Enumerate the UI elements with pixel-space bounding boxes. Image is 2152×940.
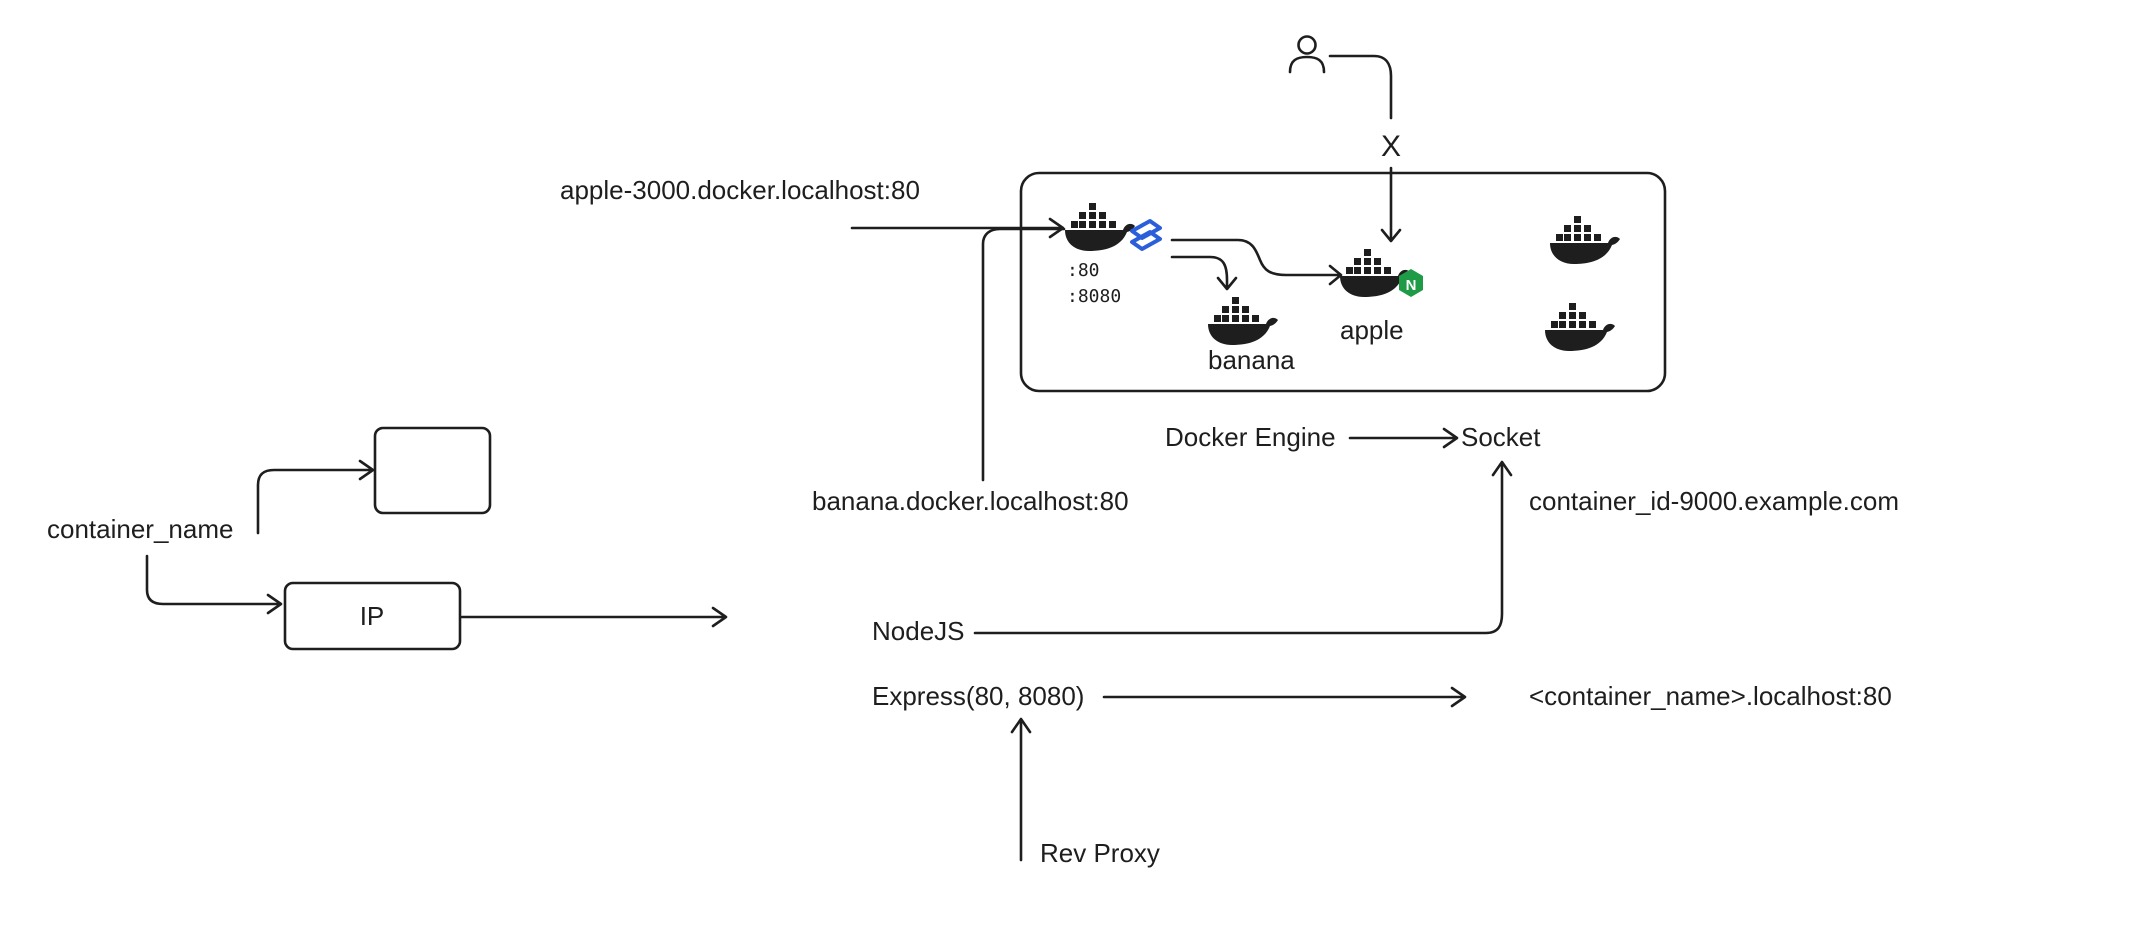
docker-whale-icon <box>1065 203 1135 251</box>
engine-to-socket-arrow <box>1348 427 1459 449</box>
express-arrow <box>1102 686 1467 708</box>
rev-proxy-arrow <box>1010 717 1032 862</box>
express-label: Express(80, 8080) <box>872 681 1084 711</box>
docker-engine-label: Docker Engine <box>1165 422 1336 452</box>
x-mark: X <box>1381 130 1401 163</box>
banana-container-label: banana <box>1208 345 1295 375</box>
traefik-icon <box>1130 219 1162 251</box>
docker-whale-icon <box>1208 297 1278 345</box>
nginx-icon: N <box>1399 269 1423 297</box>
ip-label: IP <box>360 601 385 631</box>
apple-url-label: apple-3000.docker.localhost:80 <box>560 175 920 205</box>
rev-proxy-label: Rev Proxy <box>1040 838 1160 868</box>
socket-label: Socket <box>1461 422 1541 452</box>
container-localhost-label: <container_name>.localhost:80 <box>1529 681 1892 711</box>
nodejs-label: NodeJS <box>872 616 965 646</box>
container-name-to-box-arrow <box>256 459 375 535</box>
ip-arrow <box>460 606 728 628</box>
docker-whale-icon <box>1550 216 1620 264</box>
banana-url-label: banana.docker.localhost:80 <box>812 486 1129 516</box>
container-name-label: container_name <box>47 514 233 544</box>
port-8080-label: :8080 <box>1067 286 1121 307</box>
container-id-url-label: container_id-9000.example.com <box>1529 486 1899 516</box>
empty-box <box>373 426 492 515</box>
container-name-to-ip-arrow <box>145 554 283 615</box>
port-80-label: :80 <box>1067 260 1100 281</box>
docker-host-box <box>1019 171 1667 393</box>
traefik-to-apple-arrow <box>1170 238 1343 286</box>
docker-whale-icon <box>1545 303 1615 351</box>
traefik-to-banana-arrow <box>1170 255 1238 291</box>
x-to-apple-arrow <box>1380 166 1402 243</box>
apple-container-label: apple <box>1340 315 1404 345</box>
nginx-badge-letter: N <box>1406 277 1417 294</box>
user-icon <box>1288 35 1326 74</box>
nodejs-to-socket-arrow <box>973 460 1513 635</box>
ip-box <box>283 581 462 651</box>
banana-url-connector <box>981 227 1066 482</box>
user-to-apple-connector <box>1328 54 1393 120</box>
